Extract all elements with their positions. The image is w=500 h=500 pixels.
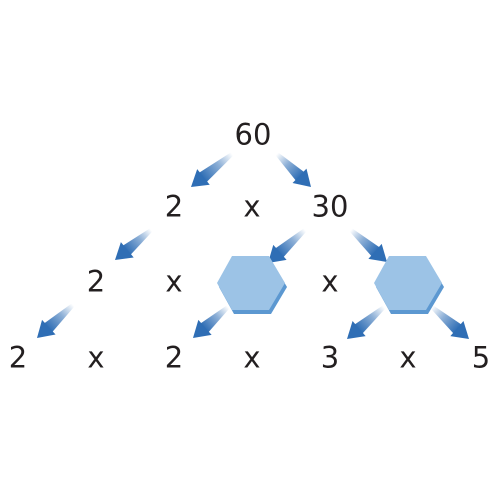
hexagon-left bbox=[217, 256, 287, 314]
arrow-hexagon-left-to-2-icon bbox=[192, 305, 230, 338]
arrow-hexagon-right-to-5-icon bbox=[430, 305, 470, 340]
row2-times-sign-right: x bbox=[321, 264, 339, 299]
row1-times-sign: x bbox=[243, 189, 261, 224]
hexagon-right bbox=[374, 256, 444, 314]
row3-factor-1: 2 bbox=[8, 340, 28, 375]
row3-factor-4: 5 bbox=[471, 340, 491, 375]
row3-factor-2: 2 bbox=[164, 340, 184, 375]
arrow-2-to-2-bottom-icon bbox=[37, 303, 75, 339]
row1-left-factor: 2 bbox=[164, 189, 184, 224]
row2-left-factor: 2 bbox=[86, 264, 106, 299]
row3-factor-3: 3 bbox=[320, 340, 340, 375]
root-number: 60 bbox=[234, 117, 272, 152]
arrow-2-to-2-icon bbox=[114, 228, 153, 261]
arrow-60-to-30-icon bbox=[275, 152, 312, 187]
row3-times-sign-3: x bbox=[399, 340, 417, 375]
row1-right-factor: 30 bbox=[311, 189, 349, 224]
arrow-30-to-hexagon-right-icon bbox=[349, 228, 387, 263]
arrow-30-to-hexagon-left-icon bbox=[267, 228, 307, 263]
row3-times-sign-1: x bbox=[87, 340, 105, 375]
row3-times-sign-2: x bbox=[243, 340, 261, 375]
row2-times-sign-left: x bbox=[165, 264, 183, 299]
arrow-hexagon-right-to-3-icon bbox=[346, 305, 386, 340]
arrow-60-to-2-icon bbox=[190, 152, 234, 187]
